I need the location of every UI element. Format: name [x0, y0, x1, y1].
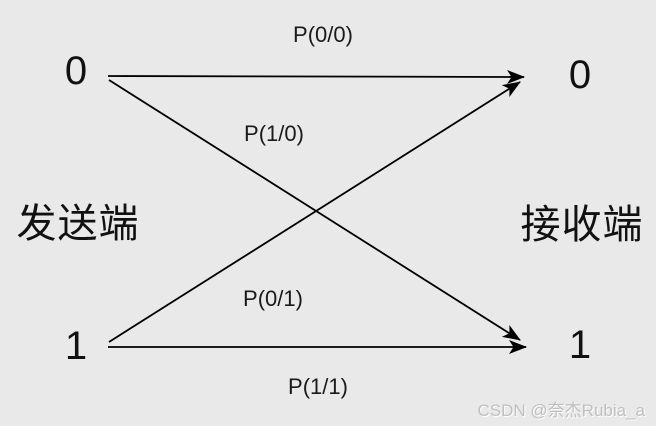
sender-label: 发送端	[16, 202, 140, 246]
receiver-node-1: 1	[568, 323, 592, 367]
csdn-watermark: CSDN @奈杰Rubia_a	[477, 401, 645, 420]
sender-node-1: 1	[64, 324, 88, 368]
edge-label-p10: P(1/0)	[244, 121, 304, 146]
edge-sender1-receiver0	[108, 81, 521, 343]
edge-label-p00: P(0/0)	[293, 22, 353, 47]
sender-node-0: 0	[64, 49, 88, 93]
edge-sender0-receiver1	[108, 79, 521, 341]
edge-sender0-receiver0	[107, 69, 525, 84]
edge-label-p01: P(0/1)	[243, 286, 303, 311]
receiver-label: 接收端	[520, 203, 644, 247]
receiver-node-0: 0	[568, 53, 592, 97]
edge-label-p11: P(1/1)	[288, 374, 348, 399]
